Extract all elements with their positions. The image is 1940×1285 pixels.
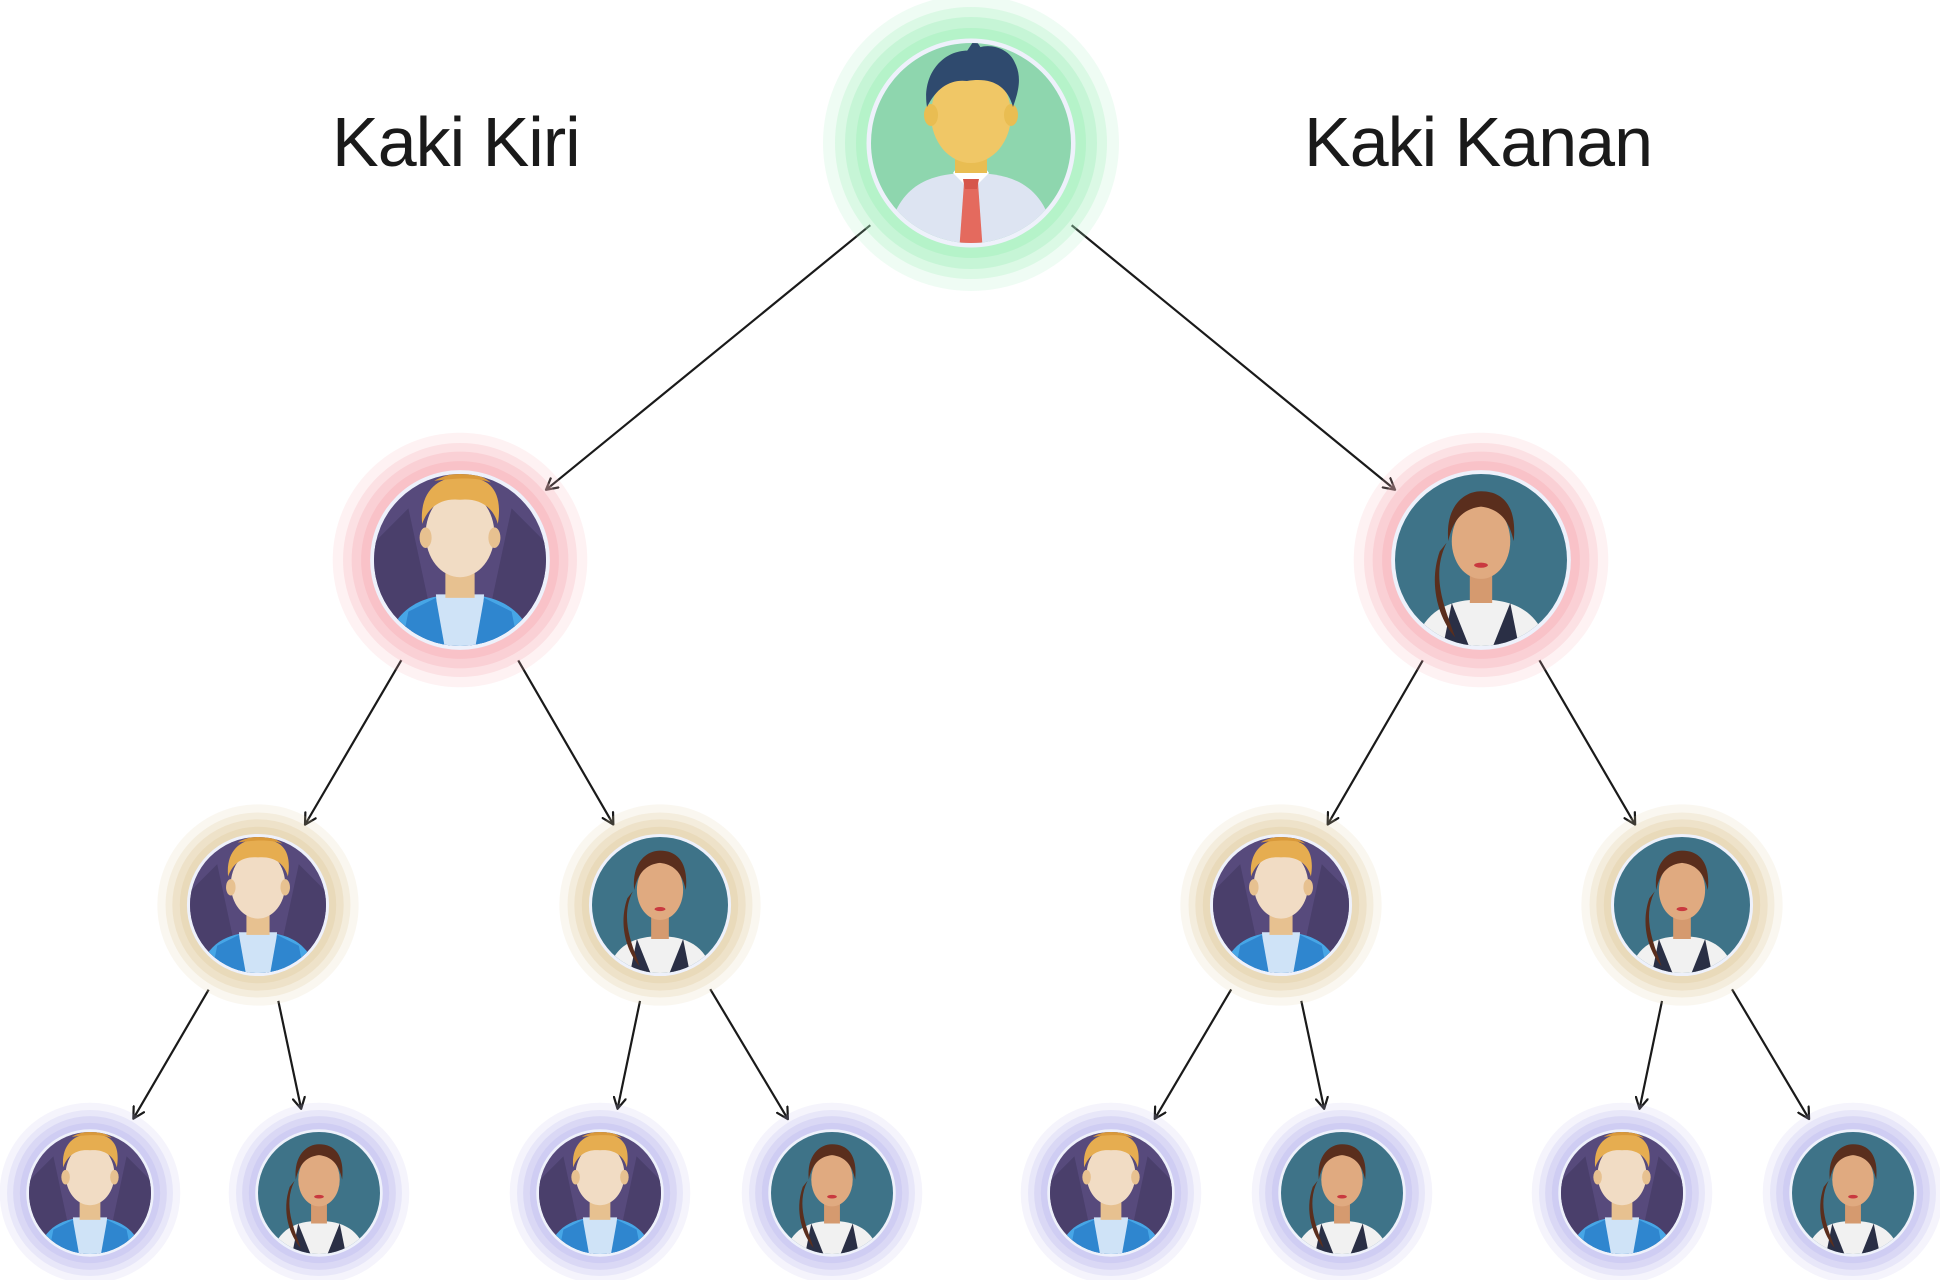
connector-arrow <box>1155 988 1233 1118</box>
tree-node-man-blond <box>1020 1102 1202 1284</box>
connector-arrow <box>1538 659 1634 824</box>
tree-node-man-blond <box>1180 804 1382 1006</box>
tree-node-woman-ponytail <box>1581 804 1783 1006</box>
tree-node-woman-ponytail <box>559 804 761 1006</box>
connector-arrow <box>517 659 613 823</box>
connector-arrow <box>1070 224 1395 489</box>
tree-node-woman-ponytail <box>741 1102 923 1284</box>
connector-arrow <box>134 989 210 1118</box>
connector-arrow <box>305 659 403 824</box>
connector-arrow <box>277 1000 301 1108</box>
tree-node-man-blond <box>332 432 588 688</box>
tree-node-man-blond <box>157 804 359 1006</box>
tree-node-man-blond <box>0 1102 181 1284</box>
left-leg-label: Kaki Kiri <box>332 103 581 181</box>
tree-node-woman-ponytail <box>1762 1102 1940 1284</box>
connector-arrow <box>618 1000 642 1108</box>
connector-arrow <box>1300 1000 1324 1108</box>
connector-arrow <box>1640 1000 1664 1108</box>
connector-arrow <box>547 224 871 489</box>
connector-arrow <box>1328 659 1424 823</box>
tree-node-man-blond <box>1531 1102 1713 1284</box>
tree-node-woman-ponytail <box>1353 432 1609 688</box>
connector-arrow <box>1731 988 1809 1118</box>
right-leg-label: Kaki Kanan <box>1304 103 1653 181</box>
tree-node-woman-ponytail <box>228 1102 410 1284</box>
tree-node-man-tie <box>823 0 1119 291</box>
connector-arrow <box>709 988 787 1118</box>
tree-node-woman-ponytail <box>1251 1102 1433 1284</box>
tree-node-man-blond <box>509 1102 691 1284</box>
